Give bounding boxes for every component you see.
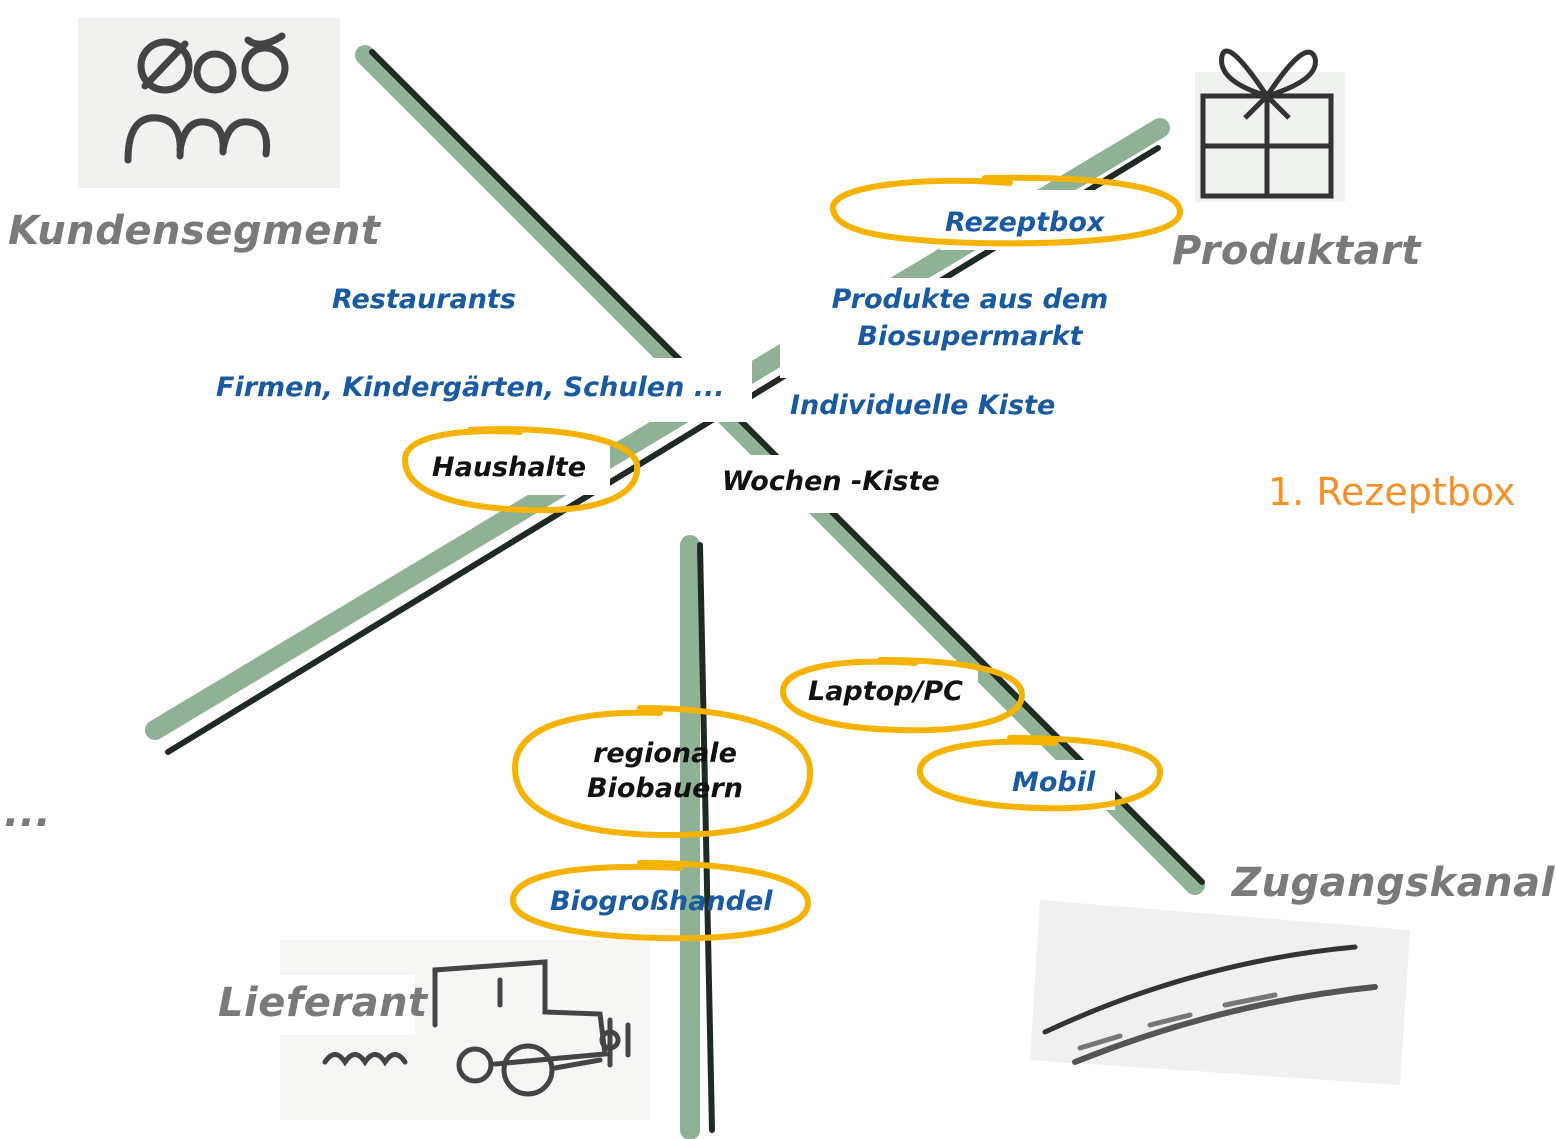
option-biogrosshandel: Biogroßhandel <box>550 886 773 917</box>
option-produkte-line2: Biosupermarkt <box>857 321 1083 352</box>
axis-label-produktart: Produktart <box>1172 228 1421 274</box>
highlight-laptop <box>779 657 1026 734</box>
axis-label-zugangskanal: Zugangskanal <box>1232 860 1555 906</box>
highlight-mobil <box>917 735 1164 812</box>
option-produkte-biosupermarkt: Produkte aus dem Biosupermarkt <box>800 284 1140 352</box>
option-restaurants: Restaurants <box>332 284 516 315</box>
axis-label-lieferant: Lieferant <box>218 980 428 1026</box>
option-produkte-line1: Produkte aus dem <box>831 284 1109 315</box>
highlight-rezeptbox <box>830 174 1184 247</box>
option-individuelle-kiste: Individuelle Kiste <box>790 390 1056 421</box>
option-laptop-pc: Laptop/PC <box>808 676 963 707</box>
option-rezeptbox: Rezeptbox <box>945 207 1105 238</box>
option-wochen-kiste: Wochen -Kiste <box>722 466 940 497</box>
highlight-regionale <box>511 705 814 839</box>
option-regionale-biobauern: regionale Biobauern <box>555 738 775 804</box>
option-regionale-line2: Biobauern <box>586 773 743 804</box>
axis-label-kundensegment: Kundensegment <box>8 208 381 254</box>
option-regionale-line1: regionale <box>593 738 737 769</box>
highlight-loops <box>401 174 1184 942</box>
highlight-biogrosshandel <box>509 860 812 942</box>
label-backgrounds <box>210 190 1538 1035</box>
gift-box-icon <box>1195 48 1345 202</box>
result-label: 1. Rezeptbox <box>1268 470 1516 514</box>
highlight-haushalte <box>401 426 641 514</box>
people-icon <box>78 18 340 188</box>
option-mobil: Mobil <box>1012 767 1096 798</box>
option-haushalte: Haushalte <box>432 452 587 483</box>
road-icon <box>1030 900 1410 1085</box>
option-firmen: Firmen, Kindergärten, Schulen ... <box>216 372 725 403</box>
axis-ellipsis: ... <box>4 790 52 836</box>
